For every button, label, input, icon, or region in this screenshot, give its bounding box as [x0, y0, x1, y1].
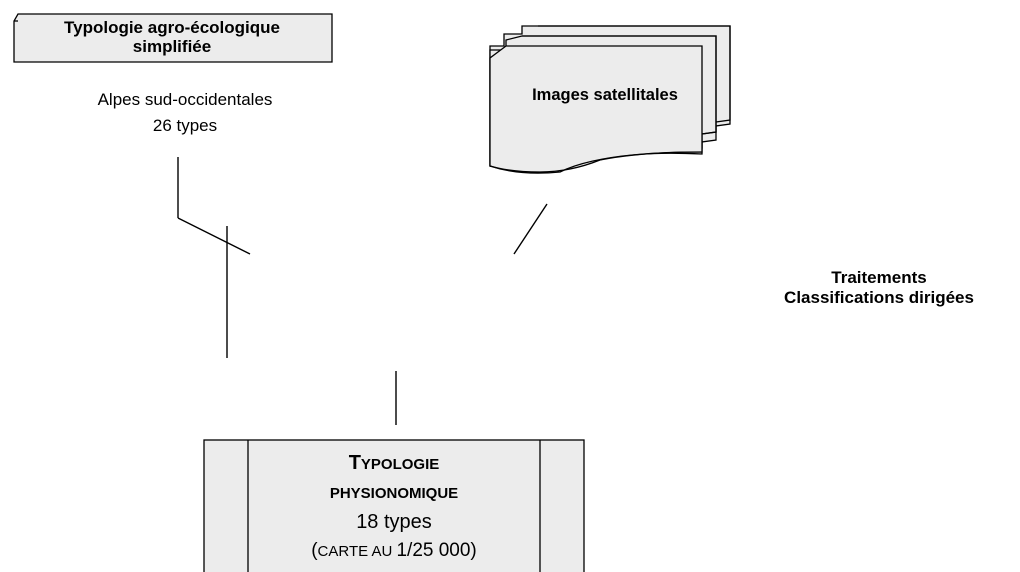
agro-region-label: Alpes sud-occidentales — [97, 90, 273, 109]
physio-scale-caps: CARTE AU — [317, 543, 397, 560]
physio-title-rest: YPOLOGIE — [360, 456, 440, 473]
agro-title-line2: simplifiée — [132, 37, 212, 56]
physio-scale-value: 1/25 000) — [396, 540, 477, 561]
processing-line2: Classifications dirigées — [784, 288, 974, 307]
physio-typology-text: TYPOLOGIE PHYSIONOMIQUE 18 types (CARTE … — [248, 444, 540, 567]
connector-agro-diagonal — [177, 217, 251, 255]
processing-line1: Traitements — [831, 268, 927, 287]
agro-box-shape — [13, 13, 333, 63]
physio-scale-open: ( — [311, 540, 318, 561]
physio-map-scale: (CARTE AU 1/25 000) — [248, 536, 540, 567]
physio-title-line1: TYPOLOGIE — [248, 448, 540, 480]
physio-title-line2: PHYSIONOMIQUE — [329, 485, 459, 502]
satellite-images-stack — [489, 25, 731, 174]
processing-label: Traitements Classifications dirigées — [738, 268, 1020, 308]
satellite-page-edge-2 — [522, 35, 717, 135]
agro-type-count: 26 types — [152, 116, 218, 135]
physio-box-shape — [203, 439, 585, 572]
agro-typology-title: Typologie agro-écologique simplifiée — [22, 18, 322, 56]
physio-type-count: 18 types — [356, 511, 432, 533]
satellite-images-label: Images satellitales — [532, 86, 678, 104]
physio-title-initial: T — [348, 452, 361, 474]
satellite-page-bottom-curve — [489, 151, 703, 174]
agro-title-line1: Typologie agro-écologique — [64, 18, 280, 37]
agro-typology-details: Alpes sud-occidentales 26 types — [20, 87, 350, 139]
satellite-page-edge-1 — [538, 25, 731, 123]
connector-satellite-diagonal — [513, 203, 548, 255]
